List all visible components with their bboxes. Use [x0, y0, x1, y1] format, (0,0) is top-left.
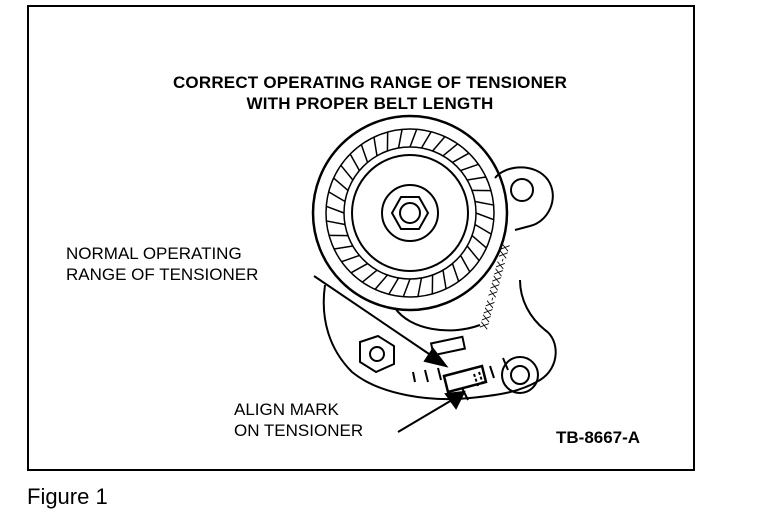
pulley-rib — [432, 136, 446, 152]
normal-range-arrowhead — [423, 347, 449, 368]
align-mark-tick — [461, 387, 469, 401]
lower-boss-outer — [501, 356, 539, 394]
normal-range-label-line2: RANGE OF TENSIONER — [66, 265, 259, 284]
pulley-groove-inner — [343, 146, 477, 280]
pulley-rib — [451, 263, 460, 282]
pulley-rib — [361, 269, 378, 283]
pulley-rib — [326, 220, 346, 226]
pulley-rib — [328, 191, 346, 203]
part-marking-text: XXXX-XXXXX-XX — [478, 242, 513, 331]
range-tick-1 — [412, 371, 416, 383]
pulley-rib — [442, 143, 459, 157]
figure-frame — [27, 5, 695, 471]
normal-range-box — [442, 364, 488, 394]
mounting-ear-right — [494, 166, 554, 231]
pulley-rib — [420, 131, 432, 149]
pulley-rib — [459, 255, 471, 273]
pulley-bolt-hex — [390, 196, 430, 230]
pulley-rib — [466, 245, 480, 262]
pulley-bearing — [381, 184, 439, 242]
pulley-hub-face — [351, 154, 469, 272]
range-tick-3 — [437, 367, 442, 381]
pulley-rib — [452, 152, 470, 164]
range-tick-2 — [424, 369, 429, 383]
pulley-rib — [397, 129, 403, 149]
mounting-hole-right — [510, 178, 534, 202]
pulley-rib — [409, 129, 418, 148]
pulley-rib — [350, 262, 368, 274]
pulley-rib — [475, 212, 494, 221]
pulley-bolt-washer — [399, 202, 421, 224]
pulley-rib — [349, 153, 361, 171]
range-tick-4 — [489, 365, 495, 379]
diagram-title-line1: CORRECT OPERATING RANGE OF TENSIONER — [172, 73, 568, 92]
hex-boss-hole — [369, 346, 385, 362]
pulley-groove-outer — [325, 128, 495, 298]
pointer-dashes — [473, 371, 484, 387]
inner-arc — [394, 307, 481, 332]
pulley-rib — [341, 254, 360, 263]
normal-range-label-line1: NORMAL OPERATING — [66, 244, 242, 263]
figure-code: TB-8667-A — [556, 428, 641, 447]
tensioner-body — [322, 279, 557, 401]
diagram-title-line2: WITH PROPER BELT LENGTH — [246, 94, 494, 113]
pulley-rib — [460, 163, 479, 172]
pulley-rib — [326, 205, 345, 214]
pulley-rib — [373, 137, 378, 156]
pulley-rib — [467, 176, 486, 181]
pulley-rib — [388, 277, 400, 295]
pulley-outer-rim — [311, 114, 509, 312]
pulley-rib — [402, 278, 411, 297]
pulley — [311, 114, 509, 312]
pulley-rib — [442, 270, 447, 289]
pulley-rib — [471, 235, 487, 249]
pulley-rib — [474, 223, 492, 235]
align-mark-leader — [397, 399, 453, 433]
pulley-rib — [340, 164, 354, 181]
align-mark-arrowhead — [444, 390, 466, 410]
pulley-rib — [360, 144, 369, 163]
hex-boss — [359, 334, 395, 374]
pulley-rib — [334, 245, 353, 250]
lower-mounting-hole — [510, 365, 530, 385]
pulley-rib — [374, 274, 388, 290]
pulley-rib — [474, 200, 494, 206]
figure-caption: Figure 1 — [27, 484, 108, 509]
align-mark-label-line2: ON TENSIONER — [234, 421, 364, 440]
range-tick-5 — [502, 357, 509, 371]
align-mark-label-line1: ALIGN MARK — [234, 400, 339, 419]
pulley-rib — [333, 177, 349, 191]
pulley-rib — [417, 277, 423, 297]
normal-range-leader — [313, 275, 433, 357]
